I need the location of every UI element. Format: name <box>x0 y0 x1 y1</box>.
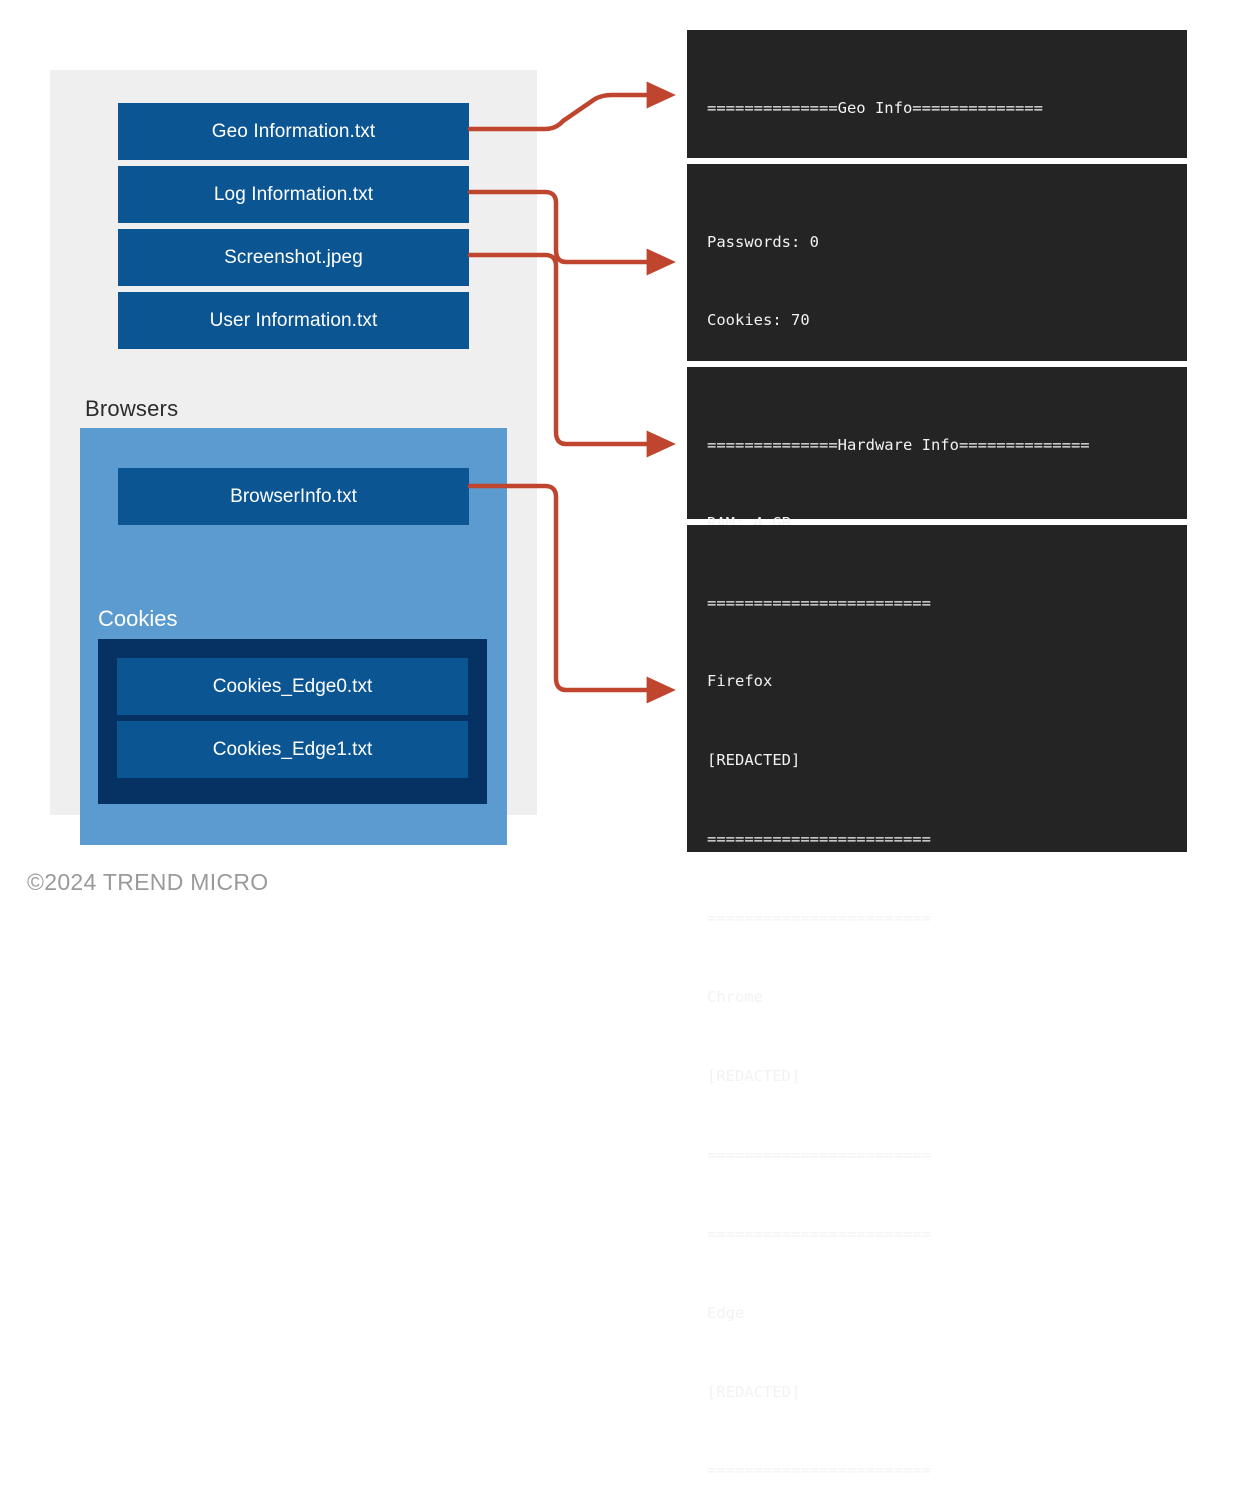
terminal-line: ======================== <box>707 593 931 612</box>
file-item-browserinfo[interactable]: BrowserInfo.txt <box>118 468 469 525</box>
terminal-line: Edge <box>707 1303 745 1322</box>
file-label: Cookies_Edge0.txt <box>212 675 373 697</box>
root-file-list: Geo Information.txt Log Information.txt … <box>118 103 469 355</box>
terminal-line: Firefox <box>707 672 773 691</box>
file-label: Geo Information.txt <box>211 120 376 142</box>
cookies-folder: Cookies_Edge0.txt Cookies_Edge1.txt <box>98 639 487 804</box>
file-label: User Information.txt <box>209 309 378 331</box>
file-item-cookies-edge0[interactable]: Cookies_Edge0.txt <box>117 658 468 715</box>
file-label: Log Information.txt <box>213 183 374 205</box>
terminal-line: [REDACTED] <box>707 1382 801 1401</box>
file-item-log-information[interactable]: Log Information.txt <box>118 166 469 223</box>
browsers-folder-label: Browsers <box>85 396 179 421</box>
terminal-line: Cookies: 70 <box>707 311 810 330</box>
file-item-user-information[interactable]: User Information.txt <box>118 292 469 349</box>
terminal-line: ======================== <box>707 830 931 849</box>
terminal-panel-log-info: Passwords: 0 Cookies: 70 Wallets: 0 Serv… <box>687 164 1187 724</box>
terminal-line: [REDACTED] <box>707 1066 801 1085</box>
terminal-line: [REDACTED] <box>707 751 801 770</box>
terminal-panel-geo-info: ==============Geo Info============== IP:… <box>687 30 1187 353</box>
browsers-folder: BrowserInfo.txt Cookies Cookies_Edge0.tx… <box>80 428 507 845</box>
file-item-cookies-edge1[interactable]: Cookies_Edge1.txt <box>117 721 468 778</box>
file-item-geo-information[interactable]: Geo Information.txt <box>118 103 469 160</box>
file-label: Cookies_Edge1.txt <box>212 738 373 760</box>
terminal-line: ======================== <box>707 1224 931 1243</box>
file-label: Screenshot.jpeg <box>224 246 363 268</box>
terminal-panel-hardware-info: ==============Hardware Info=============… <box>687 367 1187 769</box>
terminal-line: ======================== <box>707 1461 931 1480</box>
terminal-line: ==============Hardware Info=============… <box>707 435 1090 454</box>
copyright-notice: ©2024 TREND MICRO <box>27 869 269 895</box>
file-tree-panel: Geo Information.txt Log Information.txt … <box>50 70 537 845</box>
cookies-folder-label: Cookies <box>98 606 178 631</box>
file-label: BrowserInfo.txt <box>230 485 357 507</box>
terminal-line: ======================== <box>707 1145 931 1164</box>
terminal-panel-browsers: ======================== Firefox [REDACT… <box>687 525 1187 1479</box>
terminal-line: Passwords: 0 <box>707 232 819 251</box>
terminal-line: Chrome <box>707 988 763 1007</box>
file-item-screenshot[interactable]: Screenshot.jpeg <box>118 229 469 286</box>
terminal-line: ======================== <box>707 909 931 928</box>
terminal-line: ==============Geo Info============== <box>707 98 1043 117</box>
